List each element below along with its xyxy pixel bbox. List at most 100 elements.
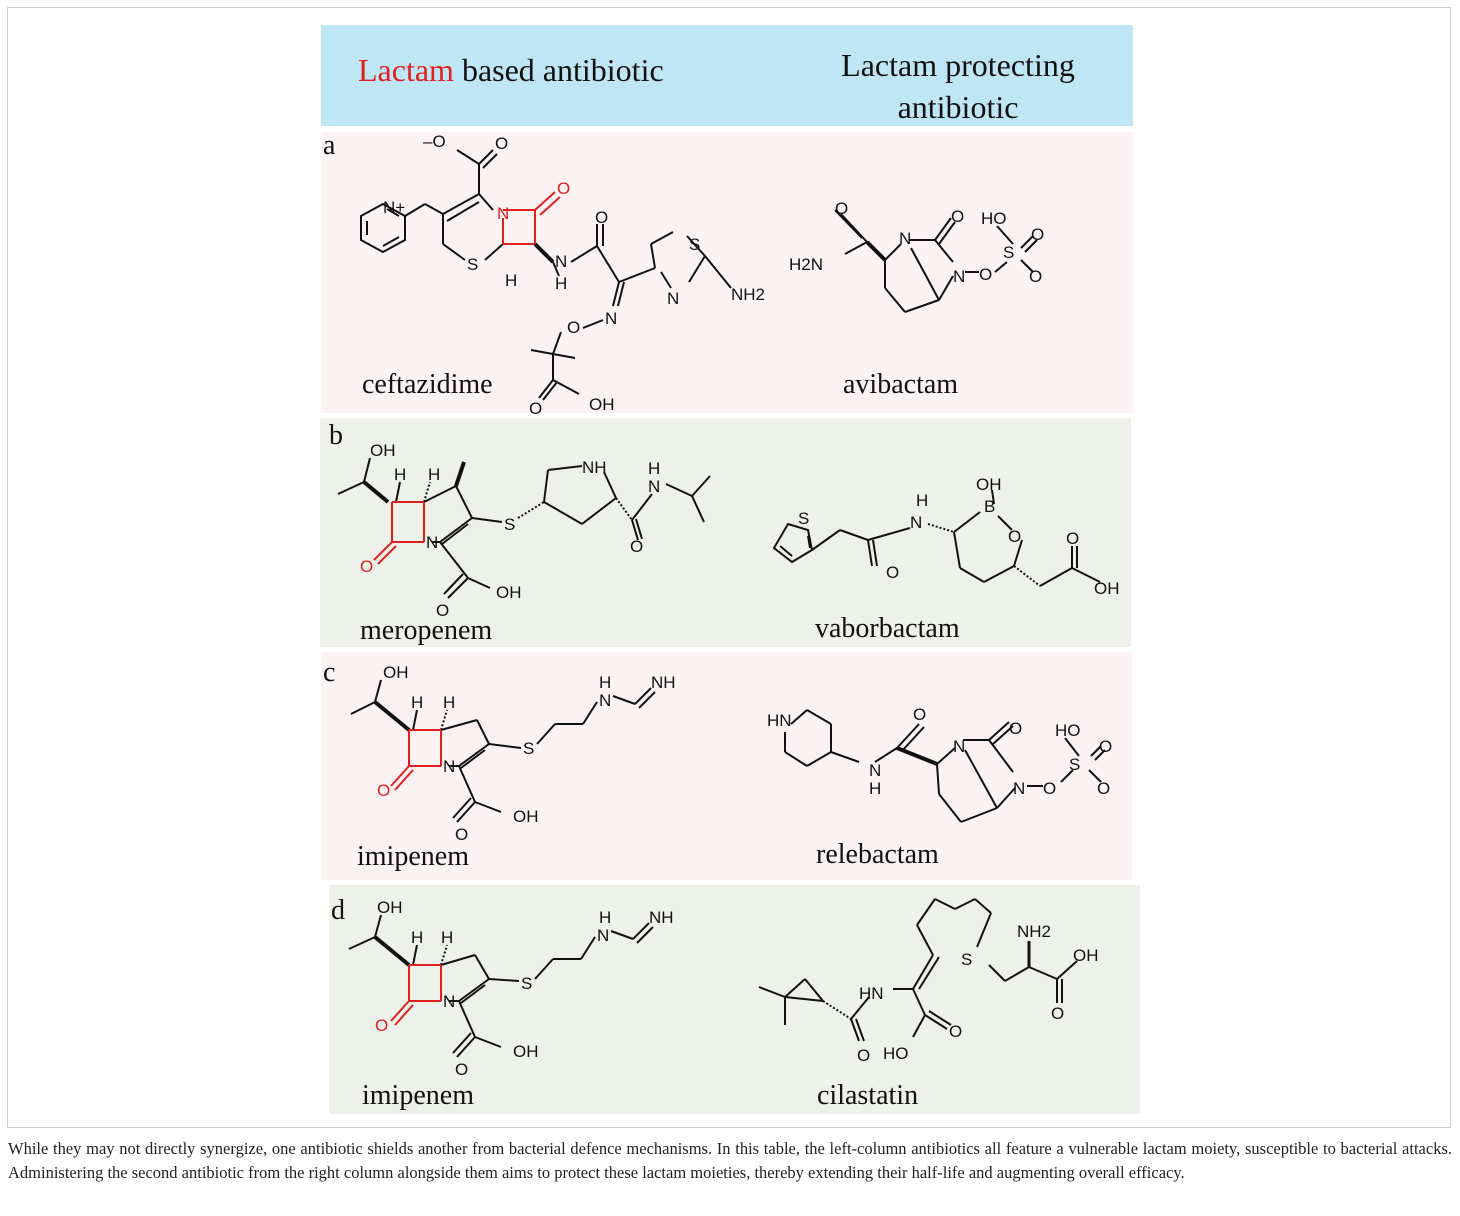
atom-label: O (1051, 1004, 1064, 1023)
atom-label: O (857, 1046, 870, 1065)
atom-label: NH2 (1017, 922, 1051, 941)
atom-label: O (567, 318, 580, 337)
atom-label: HO (981, 209, 1007, 228)
atom-label: N (443, 992, 455, 1011)
atom-label: N (597, 926, 609, 945)
atom-label: O (949, 1022, 962, 1041)
atom-label: O (979, 265, 992, 284)
atom-label: O (375, 1016, 388, 1035)
row-d-right-name: cilastatin (817, 1080, 919, 1111)
atom-label: S (523, 739, 534, 758)
row-d: OH H H O N O OH S N H NH (329, 885, 1140, 1114)
atom-label: O (1009, 719, 1022, 738)
atom-label: NH (649, 908, 674, 927)
atom-label: S (961, 950, 972, 969)
figure-frame (7, 7, 1451, 1128)
atom-label: OH (383, 663, 409, 682)
atom-label: –O (423, 132, 446, 151)
atom-label: O (455, 825, 468, 844)
atom-label: HN (767, 711, 792, 730)
header-right-line2: antibiotic (897, 89, 1019, 125)
atom-label: H (916, 491, 928, 510)
atom-label: S (689, 235, 700, 254)
row-d-structures: OH H H O N O OH S N H NH (348, 898, 1099, 1079)
atom-label: O (377, 781, 390, 800)
atom-label: O (1043, 779, 1056, 798)
atom-label: O (595, 208, 608, 227)
atom-label: OH (496, 583, 522, 602)
atom-label: N (443, 757, 455, 776)
atom-label: N+ (383, 198, 405, 217)
atom-label: N (910, 513, 922, 532)
atom-label: O (1097, 779, 1110, 798)
atom-label: OH (1094, 579, 1120, 598)
atom-label: H (599, 908, 611, 927)
row-b-structures: OH H H O N O OH S NH O N H (337, 441, 1120, 620)
atom-label: OH (513, 807, 539, 826)
atom-label: O (360, 557, 373, 576)
atom-label: O (495, 134, 508, 153)
atom-label: OH (513, 1042, 539, 1061)
row-d-left-name: imipenem (362, 1080, 474, 1111)
header-right-column: Lactam protecting antibiotic (810, 44, 1106, 128)
atom-label: H (441, 928, 453, 947)
row-a-structures: N+ –O O N O S H N H O N O O OH S N NH2 (360, 132, 1044, 418)
atom-label: OH (589, 395, 615, 414)
header-left-rest: based antibiotic (453, 52, 664, 88)
atom-label: S (521, 974, 532, 993)
atom-label: OH (1073, 946, 1099, 965)
row-c-structures: OH H H O N O OH S N H NH (350, 663, 1112, 844)
atom-label: O (455, 1060, 468, 1079)
header-right-line1: Lactam protecting (841, 47, 1075, 83)
atom-label: O (436, 601, 449, 620)
figure-caption: While they may not directly synergize, o… (8, 1139, 1452, 1182)
atom-label: O (1029, 267, 1042, 286)
atom-label: H (505, 271, 517, 290)
atom-label: H (555, 274, 567, 293)
atom-label: H (648, 459, 660, 478)
atom-label: N (953, 267, 965, 286)
row-c-right-name: relebactam (816, 839, 939, 870)
atom-label: O (951, 207, 964, 226)
row-a-letter: a (323, 130, 336, 161)
row-a-right-name: avibactam (843, 369, 959, 400)
row-d-letter: d (331, 895, 345, 926)
atom-label: N (648, 477, 660, 496)
atom-label: NH (582, 458, 607, 477)
atom-label: S (1003, 243, 1014, 262)
atom-label: S (504, 515, 515, 534)
atom-label: N (1013, 779, 1025, 798)
atom-label: OH (370, 441, 396, 460)
row-a: N+ –O O N O S H N H O N O O OH S N NH2 (321, 132, 1133, 418)
atom-label: N (426, 533, 438, 552)
atom-label: H (411, 928, 423, 947)
atom-label: O (529, 399, 542, 418)
atom-label: H2N (789, 255, 823, 274)
row-c: OH H H O N O OH S N H NH (321, 652, 1132, 880)
atom-label: OH (976, 475, 1002, 494)
atom-label: S (467, 255, 478, 274)
atom-label: N (555, 252, 567, 271)
atom-label: O (913, 705, 926, 724)
atom-label: H (428, 465, 440, 484)
atom-label: H (869, 779, 881, 798)
atom-label: NH (651, 673, 676, 692)
row-b-right-name: vaborbactam (815, 613, 960, 644)
row-a-left-name: ceftazidime (362, 369, 493, 400)
atom-label: O (1031, 225, 1044, 244)
header-left-column: Lactam based antibiotic (358, 52, 664, 89)
atom-label: S (1069, 755, 1080, 774)
atom-label: N (869, 761, 881, 780)
atom-label: S (798, 509, 809, 528)
atom-label: O (630, 537, 643, 556)
atom-label: B (984, 497, 995, 516)
atom-label: H (599, 673, 611, 692)
atom-label: N (899, 229, 911, 248)
atom-label: O (557, 179, 570, 198)
header-lactam-word: Lactam (358, 52, 454, 88)
atom-label: NH2 (731, 285, 765, 304)
atom-label: OH (377, 898, 403, 917)
row-b: OH H H O N O OH S NH O N H (320, 418, 1131, 647)
atom-label: O (1008, 527, 1021, 546)
atom-label: O (1099, 737, 1112, 756)
